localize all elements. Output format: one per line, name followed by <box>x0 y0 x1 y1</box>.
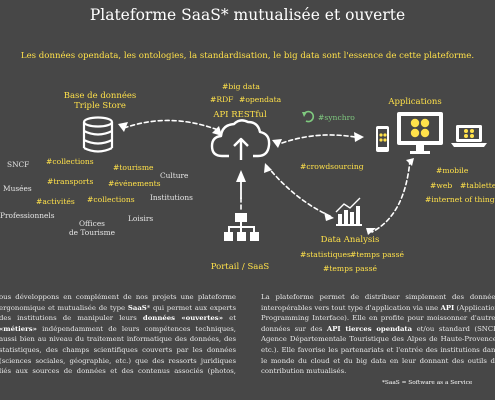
smartphone-icon <box>376 126 389 152</box>
source-offices-line2: de Tourisme <box>68 228 116 237</box>
right-paragraph-segment: La plateforme permet de distribuer simpl… <box>261 293 495 312</box>
right-paragraph: La plateforme permet de distribuer simpl… <box>261 292 495 376</box>
left-paragraph-segment: données «ouvertes» <box>142 314 223 323</box>
source-professionnels: Professionnels <box>0 211 55 220</box>
left-paragraph-segment: ergonomique et mutualisée de type <box>0 303 128 312</box>
arrowhead-analysis-left <box>324 212 334 221</box>
source-offices-line1: Offices <box>79 219 105 228</box>
sync-icon <box>302 110 315 123</box>
arrowhead-apps-left <box>354 132 364 142</box>
arrowhead-db-right <box>118 122 128 132</box>
tag-internet-of-things: #internet of things <box>425 195 495 204</box>
left-paragraph-segment: ous développons en complément de nos pro… <box>0 293 236 301</box>
tag-rdf: #RDF <box>210 95 234 104</box>
tag-collections-1: #collections <box>46 157 94 166</box>
left-paragraph-segment: indépendamment de leurs compétences tech… <box>0 324 236 376</box>
portail-label: Portail / SaaS <box>210 262 270 272</box>
tag-web: #web <box>430 181 453 190</box>
page-subtitle: Les données opendata, les ontologies, la… <box>20 51 475 61</box>
source-culture: Culture <box>160 171 189 180</box>
left-paragraph: ous développons en complément de nos pro… <box>0 292 236 376</box>
tag-temps-passe-2: #temps passé <box>323 264 377 273</box>
bar-chart-icon <box>335 197 362 226</box>
source-offices: Offices de Tourisme <box>62 219 122 237</box>
source-musees: Musées <box>3 184 32 193</box>
tag-tablette: #tablette <box>460 181 495 190</box>
arrowhead-analysis-up <box>366 228 376 235</box>
tag-activites: #activités <box>36 197 75 206</box>
cloud-upload-icon <box>210 119 271 160</box>
applications-label: Applications <box>388 97 442 107</box>
left-paragraph-segment: SaaS <box>127 303 147 312</box>
source-institutions: Institutions <box>150 193 193 202</box>
left-paragraph-segment: et <box>223 314 236 323</box>
triple-store-label-line2: Triple Store <box>74 101 126 111</box>
tag-temps-passe-1: #temps passé <box>350 250 404 259</box>
arrowhead-api-right <box>272 139 282 148</box>
triple-store-label-line1: Base de données <box>63 91 137 101</box>
tag-collections-2: #collections <box>87 195 135 204</box>
right-paragraph-segment: API <box>440 303 455 312</box>
page-title: Plateforme SaaS* mutualisée et ouverte <box>89 6 406 24</box>
arrowhead-apps-down <box>406 158 414 166</box>
tag-opendata: #opendata <box>239 95 282 104</box>
tag-statistiques: #statistiques <box>300 250 351 259</box>
footnote: *SaaS = Software as a Service <box>382 380 473 386</box>
arrowhead-api-left <box>212 126 222 136</box>
right-paragraph-segment: et/ou standard (SNCF, Agence Département… <box>261 324 495 376</box>
right-paragraph-segment: API tierces opendata <box>326 324 413 333</box>
tag-crowdsourcing: #crowdsourcing <box>300 162 364 171</box>
connector-api-apps <box>281 134 361 144</box>
arrowhead-portail-up <box>236 170 246 182</box>
connector-apps-analysis <box>371 159 411 233</box>
database-icon <box>82 116 114 153</box>
source-loisirs: Loisirs <box>128 214 154 223</box>
source-sncf: SNCF <box>7 160 30 169</box>
tag-big-data: #big data <box>222 82 260 91</box>
desktop-monitor-icon <box>397 112 443 154</box>
sitemap-icon <box>224 213 259 241</box>
tag-synchro: #synchro <box>318 113 355 122</box>
tag-mobile: #mobile <box>436 166 469 175</box>
triple-store-label: Base de données Triple Store <box>55 91 145 111</box>
left-paragraph-segment: «métiers» <box>0 324 37 333</box>
tag-tourisme: #tourisme <box>113 163 154 172</box>
connector-db-api <box>123 119 219 131</box>
tag-evenements: #événements <box>108 179 161 188</box>
laptop-icon <box>451 125 487 147</box>
api-label: API RESTful <box>213 110 267 120</box>
arrowhead-api-diag <box>264 163 272 173</box>
right-paragraph-segment: (Application Programming Interface). Ell… <box>261 303 495 333</box>
left-paragraph-segment: * qui permet aux experts des institution… <box>0 303 236 323</box>
data-analysis-label: Data Analysis <box>320 235 380 245</box>
tag-transports: #transports <box>47 177 94 186</box>
connector-analysis-api <box>266 165 331 217</box>
